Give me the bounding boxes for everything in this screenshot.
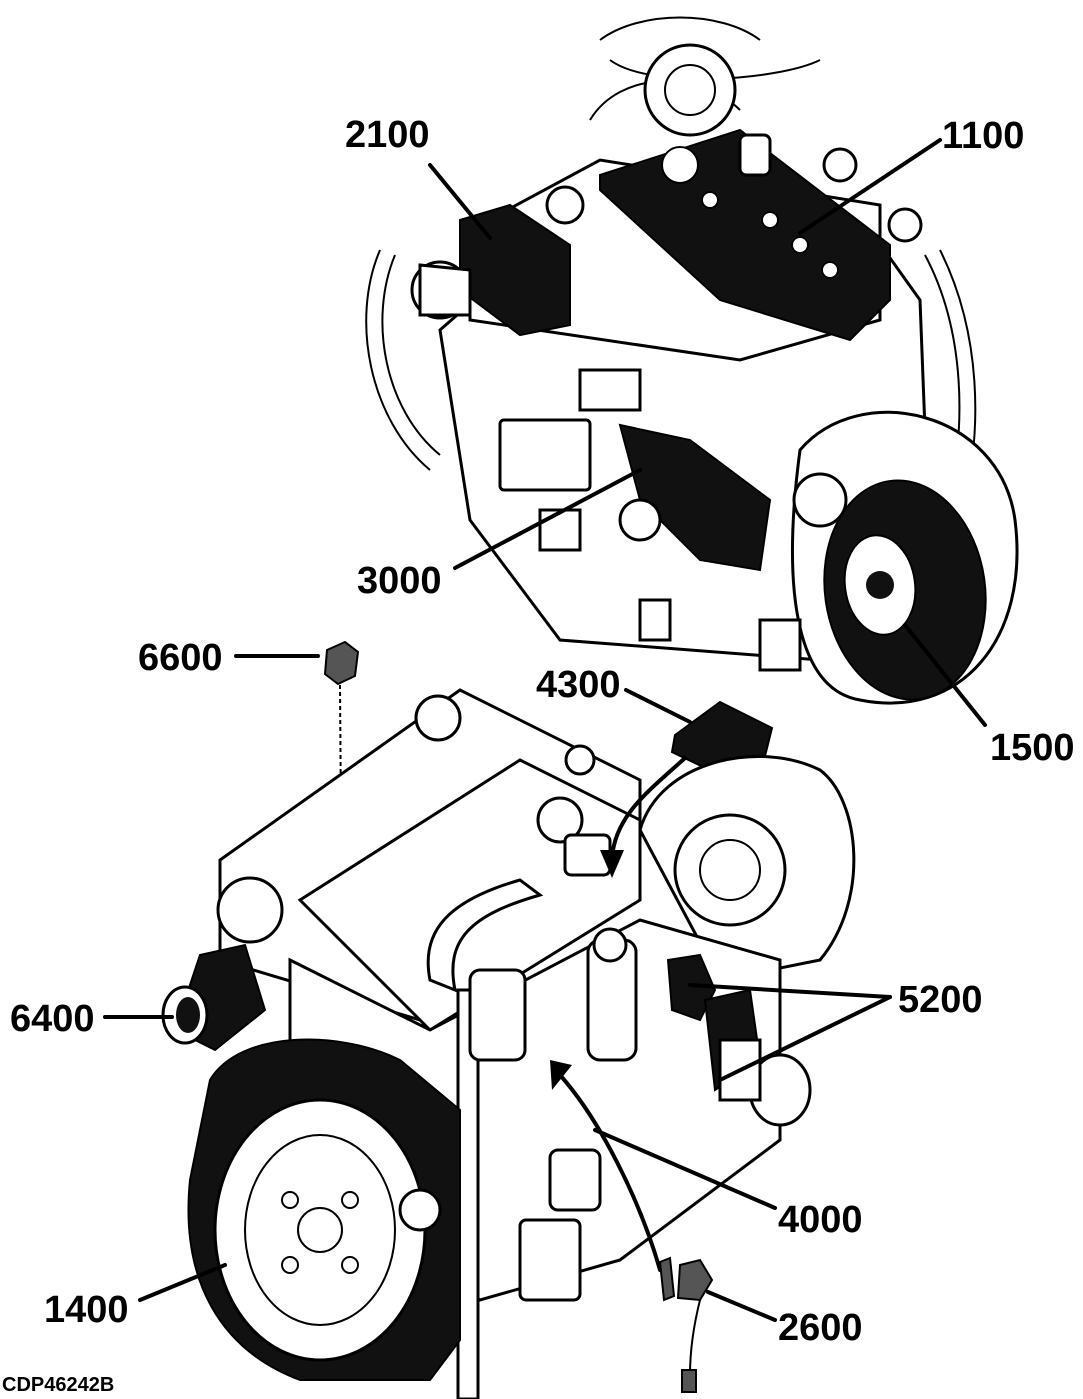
bottom-engine-illustration xyxy=(161,640,856,1399)
callout-1500: 1500 xyxy=(990,727,1075,769)
callout-3000: 3000 xyxy=(357,560,442,602)
top-engine-illustration xyxy=(365,16,1019,705)
callout-2100: 2100 xyxy=(345,114,430,156)
leader-4000 xyxy=(593,1128,777,1210)
leader-1500 xyxy=(903,623,987,727)
leader-2600 xyxy=(706,1290,777,1322)
sensor-2600 xyxy=(676,1258,714,1302)
callout-6400: 6400 xyxy=(10,998,95,1040)
callout-2600: 2600 xyxy=(778,1307,863,1349)
callout-4000: 4000 xyxy=(778,1199,863,1241)
figure-code: CDP46242B xyxy=(2,1374,114,1396)
component-6600 xyxy=(323,640,360,686)
leader-5200-a xyxy=(688,983,892,999)
callout-4300: 4300 xyxy=(536,664,621,706)
callout-1400: 1400 xyxy=(44,1289,129,1331)
leader-5200-b xyxy=(718,995,892,1082)
leader-3000 xyxy=(453,468,642,570)
arrow-2600 xyxy=(558,1073,662,1272)
leader-1100 xyxy=(798,138,942,235)
arrow-4300 xyxy=(610,756,687,860)
leader-4300 xyxy=(624,688,692,724)
leader-1400 xyxy=(138,1263,227,1302)
callout-6600: 6600 xyxy=(138,637,223,679)
leader-2100 xyxy=(428,163,492,240)
callout-1100: 1100 xyxy=(942,115,1024,157)
callout-5200: 5200 xyxy=(898,979,983,1021)
